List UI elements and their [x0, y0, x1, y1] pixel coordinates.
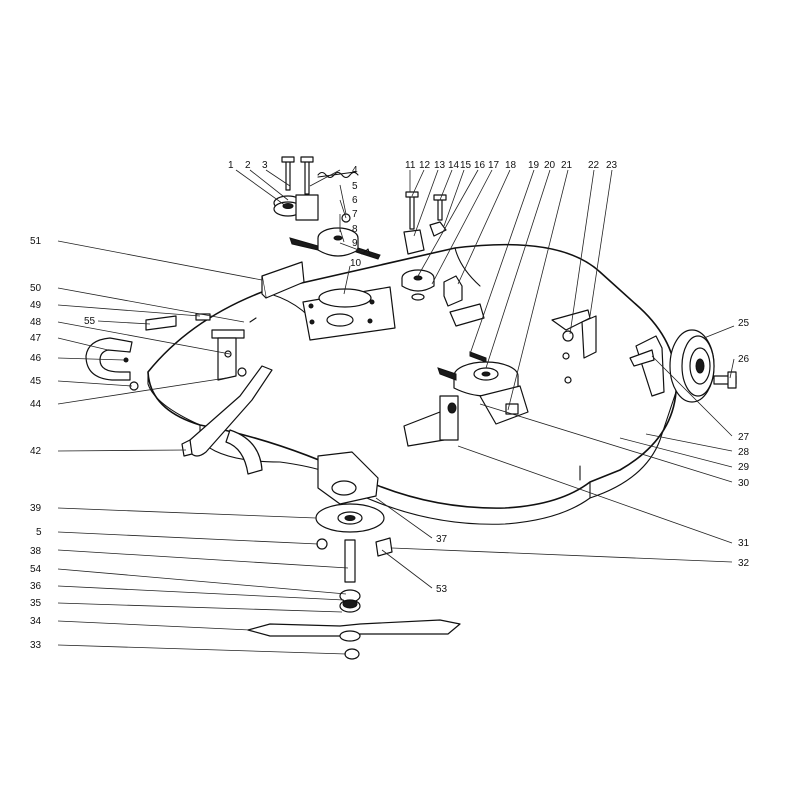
front-bolts	[145, 313, 257, 331]
callout-9: 9	[352, 238, 358, 249]
callout-30: 30	[738, 478, 750, 489]
callout-38: 38	[30, 546, 42, 557]
callout-4: 4	[352, 165, 358, 176]
callout-51: 51	[30, 236, 42, 247]
callout-6: 6	[352, 195, 358, 206]
callout-leaders	[57, 169, 735, 655]
callout-15: 15	[460, 160, 472, 171]
callout-37: 37	[436, 534, 448, 545]
callout-50: 50	[30, 283, 42, 294]
drive-pulley	[437, 351, 529, 425]
callout-3: 3	[262, 160, 268, 171]
front-bracket	[261, 261, 305, 299]
callout-28: 28	[738, 447, 750, 458]
mower-deck	[147, 243, 678, 525]
gauge-wheel	[629, 329, 737, 403]
callout-21: 21	[561, 160, 573, 171]
callout-33: 33	[30, 640, 42, 651]
rear-brackets	[551, 309, 597, 384]
callout-13: 13	[434, 160, 446, 171]
bracket-right	[403, 395, 459, 447]
callout-34: 34	[30, 616, 42, 627]
callout-42: 42	[30, 446, 42, 457]
side-bumper	[85, 337, 139, 391]
callout-45: 45	[30, 376, 42, 387]
callout-29: 29	[738, 462, 750, 473]
callout-26: 26	[738, 354, 750, 365]
callout-1: 1	[228, 160, 234, 171]
callout-27: 27	[738, 432, 750, 443]
callout-12: 12	[419, 160, 431, 171]
callout-14: 14	[448, 160, 460, 171]
callout-7: 7	[352, 209, 358, 220]
idler-pulley-assembly-center	[401, 191, 447, 301]
callout-36: 36	[30, 581, 42, 592]
callout-44: 44	[30, 399, 42, 410]
callout-20: 20	[544, 160, 556, 171]
bracket-center	[443, 275, 485, 327]
callout-31: 31	[738, 538, 750, 549]
callout-2: 2	[245, 160, 251, 171]
callout-5-lower: 5	[36, 527, 42, 538]
callout-17: 17	[488, 160, 500, 171]
callout-48: 48	[30, 317, 42, 328]
callout-8: 8	[352, 224, 358, 235]
callout-39: 39	[30, 503, 42, 514]
callout-47: 47	[30, 333, 42, 344]
callout-55: 55	[84, 316, 96, 327]
callout-25: 25	[738, 318, 750, 329]
blade-spindle-assembly	[247, 451, 461, 660]
callout-10: 10	[350, 258, 362, 269]
idler-pulley-assembly-left	[273, 156, 381, 260]
callout-35: 35	[30, 598, 42, 609]
callout-32: 32	[738, 558, 750, 569]
callout-46: 46	[30, 353, 42, 364]
callout-5: 5	[352, 181, 358, 192]
callout-23: 23	[606, 160, 618, 171]
callout-49: 49	[30, 300, 42, 311]
callout-18: 18	[505, 160, 517, 171]
callout-54: 54	[30, 564, 42, 575]
callout-11: 11	[405, 160, 416, 171]
callout-16: 16	[474, 160, 486, 171]
callout-22: 22	[588, 160, 600, 171]
callout-53: 53	[436, 584, 448, 595]
deck-plate	[302, 286, 396, 341]
front-pivot-arm	[181, 329, 273, 475]
callout-labels: 1 2 3 4 5 6 7 8 9 10 11 12 13 14 15 16 1…	[30, 160, 750, 651]
callout-19: 19	[528, 160, 540, 171]
